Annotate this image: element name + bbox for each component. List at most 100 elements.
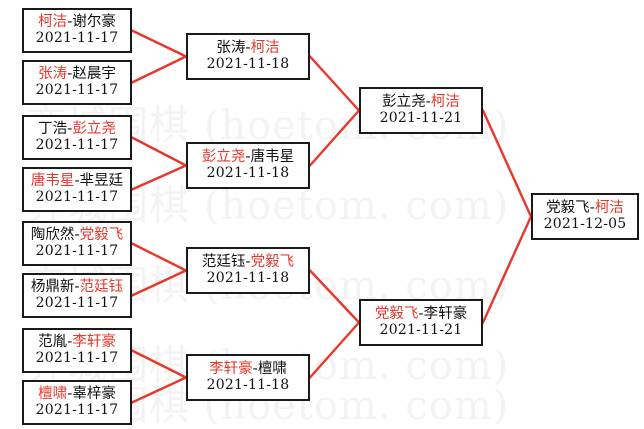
match-date: 2021-11-17 bbox=[35, 137, 119, 154]
match-players: 李轩豪-檀啸 bbox=[209, 361, 287, 377]
connector-line bbox=[130, 242, 188, 272]
connector-line bbox=[481, 215, 533, 324]
player-loser: 丁浩 bbox=[38, 121, 68, 138]
player-loser: 陶欣然 bbox=[30, 227, 75, 244]
match-box[interactable]: 檀啸-辜梓豪 2021-11-17 bbox=[22, 380, 132, 425]
player-separator: - bbox=[67, 121, 73, 138]
player-loser: 辜梓豪 bbox=[72, 386, 116, 403]
match-box[interactable]: 范廷钰-党毅飞 2021-11-18 bbox=[186, 247, 310, 294]
match-box[interactable]: 张涛-赵晨宇 2021-11-17 bbox=[22, 60, 132, 105]
player-winner: 檀啸 bbox=[38, 386, 68, 403]
match-date: 2021-11-18 bbox=[206, 270, 290, 287]
connector-line bbox=[130, 29, 188, 58]
player-loser: 杨鼎新 bbox=[30, 279, 75, 296]
player-loser: 范胤 bbox=[38, 334, 68, 351]
connector-line bbox=[308, 269, 361, 324]
player-winner: 彭立尧 bbox=[201, 149, 246, 166]
connector-line bbox=[130, 136, 188, 167]
player-separator: - bbox=[67, 334, 73, 351]
match-date: 2021-11-17 bbox=[35, 295, 119, 312]
player-winner: 唐韦星 bbox=[30, 173, 75, 190]
match-box[interactable]: 彭立尧-柯洁 2021-11-21 bbox=[359, 87, 483, 134]
player-winner: 李轩豪 bbox=[72, 334, 116, 351]
match-players: 唐韦星-芈昱廷 bbox=[31, 173, 123, 189]
player-loser: 范廷钰 bbox=[201, 254, 246, 271]
player-separator: - bbox=[589, 200, 595, 217]
player-winner: 党毅飞 bbox=[79, 227, 124, 244]
player-separator: - bbox=[245, 149, 251, 166]
player-winner: 柯洁 bbox=[594, 200, 624, 217]
match-players: 彭立尧-柯洁 bbox=[382, 94, 460, 110]
match-date: 2021-11-17 bbox=[35, 30, 119, 47]
player-separator: - bbox=[425, 94, 431, 111]
connector-line bbox=[130, 55, 188, 84]
player-winner: 柯洁 bbox=[38, 14, 68, 31]
player-winner: 党毅飞 bbox=[374, 306, 419, 323]
match-players: 范廷钰-党毅飞 bbox=[202, 254, 294, 270]
player-loser: 檀啸 bbox=[257, 361, 287, 378]
match-box[interactable]: 杨鼎新-范廷钰 2021-11-17 bbox=[22, 273, 132, 318]
match-players: 陶欣然-党毅飞 bbox=[31, 227, 123, 243]
match-box[interactable]: 彭立尧-唐韦星 2021-11-18 bbox=[186, 142, 310, 189]
player-separator: - bbox=[245, 40, 251, 57]
player-loser: 党毅飞 bbox=[546, 200, 590, 217]
match-players: 党毅飞-柯洁 bbox=[546, 200, 624, 216]
player-separator: - bbox=[67, 66, 73, 83]
player-winner: 彭立尧 bbox=[72, 121, 116, 138]
match-players: 柯洁-谢尔豪 bbox=[38, 14, 116, 30]
match-box[interactable]: 丁浩-彭立尧 2021-11-17 bbox=[22, 115, 132, 160]
match-date: 2021-11-18 bbox=[206, 377, 290, 394]
match-box[interactable]: 唐韦星-芈昱廷 2021-11-17 bbox=[22, 167, 132, 212]
player-separator: - bbox=[418, 306, 424, 323]
match-date: 2021-11-17 bbox=[35, 350, 119, 367]
connector-line bbox=[308, 109, 361, 167]
match-date: 2021-11-17 bbox=[35, 82, 119, 99]
match-box[interactable]: 李轩豪-檀啸 2021-11-18 bbox=[186, 354, 310, 401]
match-players: 党毅飞-李轩豪 bbox=[375, 306, 467, 322]
connector-line bbox=[130, 164, 188, 191]
match-date: 2021-11-18 bbox=[206, 56, 290, 73]
player-winner: 党毅飞 bbox=[250, 254, 295, 271]
match-players: 范胤-李轩豪 bbox=[38, 334, 116, 350]
player-separator: - bbox=[74, 279, 80, 296]
player-loser: 谢尔豪 bbox=[72, 14, 116, 31]
player-separator: - bbox=[245, 254, 251, 271]
connector-line bbox=[308, 321, 361, 379]
match-players: 丁浩-彭立尧 bbox=[38, 121, 116, 137]
match-box[interactable]: 陶欣然-党毅飞 2021-11-17 bbox=[22, 221, 132, 266]
connector-line bbox=[481, 109, 533, 218]
player-winner: 柯洁 bbox=[430, 94, 460, 111]
player-separator: - bbox=[74, 227, 80, 244]
player-winner: 李轩豪 bbox=[209, 361, 253, 378]
player-separator: - bbox=[67, 386, 73, 403]
player-winner: 范廷钰 bbox=[79, 279, 124, 296]
player-separator: - bbox=[252, 361, 258, 378]
match-players: 杨鼎新-范廷钰 bbox=[31, 279, 123, 295]
player-loser: 张涛 bbox=[216, 40, 246, 57]
player-separator: - bbox=[74, 173, 80, 190]
player-loser: 赵晨宇 bbox=[72, 66, 116, 83]
match-box[interactable]: 张涛-柯洁 2021-11-18 bbox=[186, 33, 310, 80]
match-date: 2021-11-21 bbox=[379, 322, 463, 339]
match-box[interactable]: 党毅飞-李轩豪 2021-11-21 bbox=[359, 299, 483, 346]
match-date: 2021-11-18 bbox=[206, 165, 290, 182]
match-date: 2021-12-05 bbox=[543, 216, 627, 233]
match-date: 2021-11-17 bbox=[35, 402, 119, 419]
connector-line bbox=[308, 55, 361, 112]
match-box-final[interactable]: 党毅飞-柯洁 2021-12-05 bbox=[531, 193, 639, 240]
match-players: 彭立尧-唐韦星 bbox=[202, 149, 294, 165]
connector-line bbox=[130, 376, 188, 404]
match-date: 2021-11-17 bbox=[35, 243, 119, 260]
player-loser: 芈昱廷 bbox=[79, 173, 124, 190]
match-players: 张涛-赵晨宇 bbox=[38, 66, 116, 82]
player-loser: 彭立尧 bbox=[382, 94, 426, 111]
match-players: 张涛-柯洁 bbox=[216, 40, 279, 56]
connector-line bbox=[130, 269, 188, 297]
player-winner: 张涛 bbox=[38, 66, 68, 83]
match-date: 2021-11-17 bbox=[35, 189, 119, 206]
match-box[interactable]: 柯洁-谢尔豪 2021-11-17 bbox=[22, 8, 132, 53]
match-box[interactable]: 范胤-李轩豪 2021-11-17 bbox=[22, 328, 132, 373]
connector-line bbox=[130, 349, 188, 379]
match-date: 2021-11-21 bbox=[379, 110, 463, 127]
